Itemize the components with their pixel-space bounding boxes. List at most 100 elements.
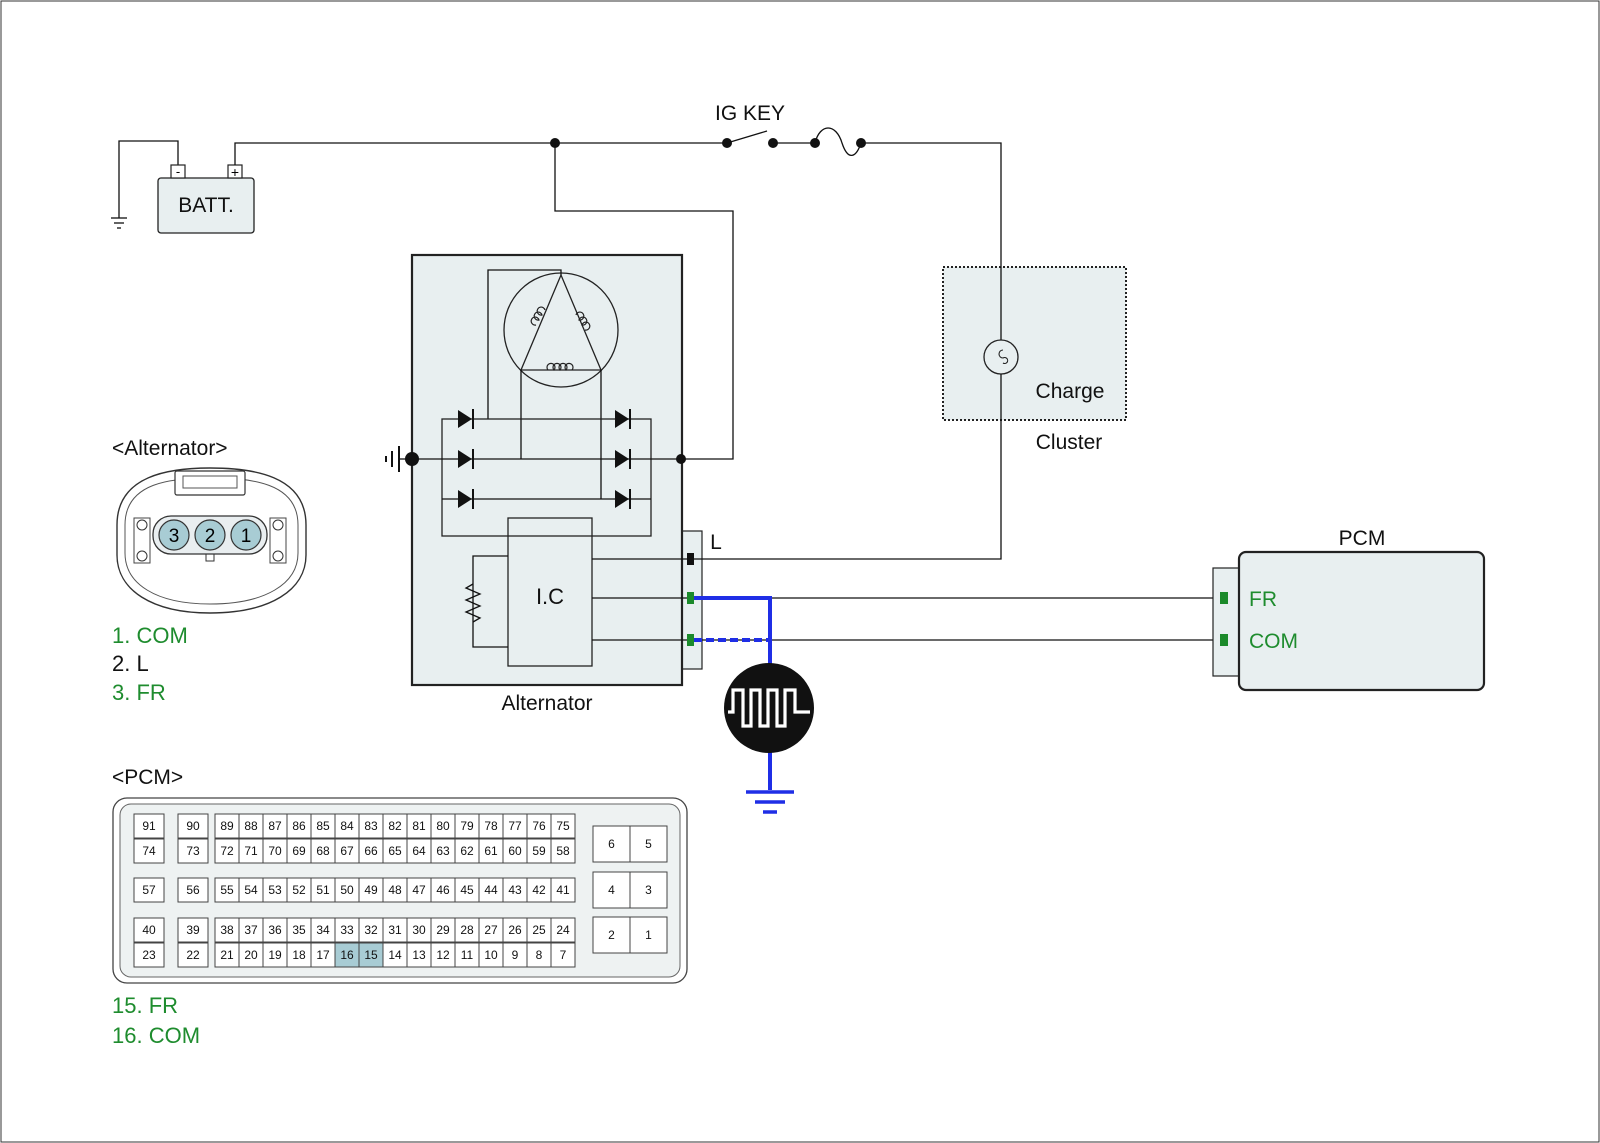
pcm-pin-cell xyxy=(430,942,456,968)
pcm-pin-41: 41 xyxy=(556,883,570,897)
battery-neg-mark: - xyxy=(176,164,180,179)
pcm-pin-43: 43 xyxy=(508,883,522,897)
pcm-pin-cell xyxy=(592,825,631,863)
pcm-pin-30: 30 xyxy=(412,923,426,937)
pcm-pin-14: 14 xyxy=(388,948,402,962)
pcm-pin-cell xyxy=(478,877,504,903)
pcm-pin-83: 83 xyxy=(364,819,378,833)
pcm-pin-85: 85 xyxy=(316,819,330,833)
pcm-pin-10: 10 xyxy=(484,948,498,962)
alternator-label: Alternator xyxy=(501,692,592,715)
pcm-module: PCM FR COM xyxy=(1212,527,1486,692)
pcm-pin-cell xyxy=(214,838,240,864)
pcm-pin-cell xyxy=(238,917,264,943)
charge-label: Charge xyxy=(1036,380,1105,403)
pcm-pin-cell xyxy=(502,877,528,903)
pcm-pin-38: 38 xyxy=(220,923,234,937)
pcm-pin-36: 36 xyxy=(268,923,282,937)
pcm-pin-6: 6 xyxy=(608,837,615,851)
pcm-pin-cell xyxy=(133,877,165,903)
pcm-pin-71: 71 xyxy=(244,844,258,858)
pcm-pin-17: 17 xyxy=(316,948,330,962)
pcm-pin-51: 51 xyxy=(316,883,330,897)
pcm-pin-21: 21 xyxy=(220,948,234,962)
pcm-pin-25: 25 xyxy=(532,923,546,937)
pcm-pin-23: 23 xyxy=(142,948,156,962)
pcm-pin-cell xyxy=(334,942,360,968)
pcm-pin-68: 68 xyxy=(316,844,330,858)
pcm-pin-cell xyxy=(177,917,209,943)
pcm-pin-cell xyxy=(550,942,576,968)
pcm-pin-88: 88 xyxy=(244,819,258,833)
pcm-pin-86: 86 xyxy=(292,819,306,833)
pcm-pin-29: 29 xyxy=(436,923,450,937)
pcm-pin-47: 47 xyxy=(412,883,426,897)
pcm-pin-cell xyxy=(406,942,432,968)
pcm-pin-49: 49 xyxy=(364,883,378,897)
pcm-pin-37: 37 xyxy=(244,923,258,937)
pcm-pin-24: 24 xyxy=(556,923,570,937)
cluster: Charge Cluster xyxy=(694,266,1127,560)
pcm-pin-cell xyxy=(214,917,240,943)
pcm-pin-22: 22 xyxy=(186,948,200,962)
pcm-pin-cell xyxy=(177,942,209,968)
l-terminal-label: L xyxy=(710,531,722,554)
pcm-pin-cell xyxy=(177,813,209,839)
pcm-pin-73: 73 xyxy=(186,844,200,858)
pcm-pin-52: 52 xyxy=(292,883,306,897)
pcm-pin-cell xyxy=(310,917,336,943)
pcm-pin-cell xyxy=(286,813,312,839)
alt-legend-3: 3. FR xyxy=(112,680,166,705)
pcm-pin-28: 28 xyxy=(460,923,474,937)
pcm-pin-32: 32 xyxy=(364,923,378,937)
pcm-pin-74: 74 xyxy=(142,844,156,858)
pcm-pin-cell xyxy=(334,877,360,903)
pcm-pin-cell xyxy=(214,813,240,839)
pcm-pin-50: 50 xyxy=(340,883,354,897)
alternator-connector: <Alternator> 3 2 1 1. COM 2. L 3. FR xyxy=(112,437,307,705)
pcm-pin-77: 77 xyxy=(508,819,522,833)
pcm-pin-70: 70 xyxy=(268,844,282,858)
pcm-pin-cell xyxy=(430,917,456,943)
pcm-pin-cell xyxy=(629,871,668,909)
pcm-pin-63: 63 xyxy=(436,844,450,858)
pcm-pin-cell xyxy=(592,916,631,954)
pcm-pin-69: 69 xyxy=(292,844,306,858)
pcm-pin-cell xyxy=(430,813,456,839)
pcm-pin-cell xyxy=(478,942,504,968)
pcm-pin-66: 66 xyxy=(364,844,378,858)
pcm-pin-4: 4 xyxy=(608,883,615,897)
battery-label: BATT. xyxy=(178,194,234,217)
pcm-pin-20: 20 xyxy=(244,948,258,962)
pcm-pin-61: 61 xyxy=(484,844,498,858)
pcm-pin-cell xyxy=(214,942,240,968)
pcm-pin-cell xyxy=(310,838,336,864)
pcm-pin-cell xyxy=(550,877,576,903)
pcm-pin-cell xyxy=(382,942,408,968)
pcm-pin-45: 45 xyxy=(460,883,474,897)
pcm-pin-82: 82 xyxy=(388,819,402,833)
cluster-label: Cluster xyxy=(1036,431,1103,454)
alt-pin-1: 1 xyxy=(241,526,252,547)
pcm-pin-39: 39 xyxy=(186,923,200,937)
pcm-pin-cell xyxy=(526,877,552,903)
pcm-pin-cell xyxy=(133,813,165,839)
pcm-pin-cell xyxy=(133,838,165,864)
pcm-pin-cell xyxy=(454,877,480,903)
pcm-pin-cell xyxy=(133,942,165,968)
pcm-pin-33: 33 xyxy=(340,923,354,937)
pcm-pin-90: 90 xyxy=(186,819,200,833)
pcm-pin-cell xyxy=(334,838,360,864)
pcm-pin-cell xyxy=(526,917,552,943)
pcm-pin-81: 81 xyxy=(412,819,426,833)
pcm-pin-cell xyxy=(454,813,480,839)
pcm-pin-cell xyxy=(430,877,456,903)
pcm-pin-cell xyxy=(526,813,552,839)
pcm-pin-11: 11 xyxy=(461,948,474,962)
pcm-pin-91: 91 xyxy=(142,819,156,833)
pcm-pin-56: 56 xyxy=(186,883,200,897)
pcm-pin-76: 76 xyxy=(532,819,546,833)
